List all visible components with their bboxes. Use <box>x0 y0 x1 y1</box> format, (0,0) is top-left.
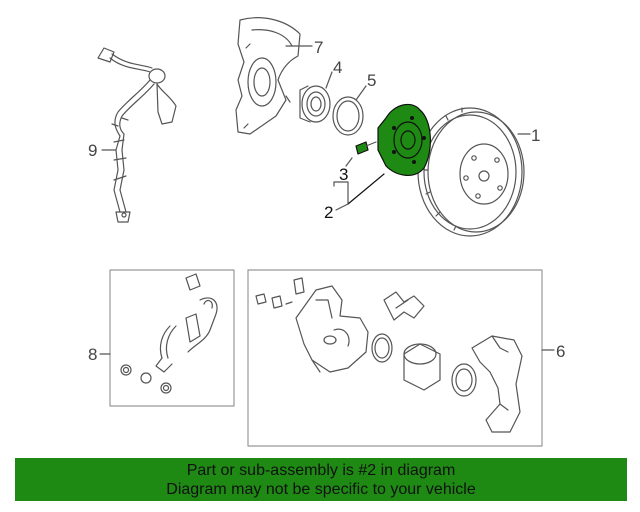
bearing-part <box>299 85 331 123</box>
callout-6: 6 <box>556 342 565 361</box>
notice-banner: Part or sub-assembly is #2 in diagram Di… <box>15 458 627 501</box>
caliper-group <box>247 269 543 447</box>
callout-3: 3 <box>339 165 348 184</box>
callout-5: 5 <box>367 71 376 90</box>
callout-2: 2 <box>324 203 333 222</box>
splash-shield-part <box>235 17 301 135</box>
hub-bolt-part <box>355 141 377 155</box>
brake-rotor-part <box>417 107 525 237</box>
callout-4: 4 <box>333 58 342 77</box>
brake-hose-group <box>109 269 235 407</box>
snap-ring-part <box>332 96 364 136</box>
leader-lines-upper <box>101 45 531 211</box>
hub-assembly-part <box>377 103 431 176</box>
callout-1: 1 <box>531 126 540 145</box>
notice-line-2: Diagram may not be specific to your vehi… <box>166 481 476 498</box>
callout-9: 9 <box>88 141 97 160</box>
callout-8: 8 <box>88 345 97 364</box>
leader-lines-lower <box>99 349 555 355</box>
callout-7: 7 <box>314 38 323 57</box>
notice-line-1: Part or sub-assembly is #2 in diagram <box>186 462 456 479</box>
abs-sensor-wire-part <box>97 47 177 223</box>
